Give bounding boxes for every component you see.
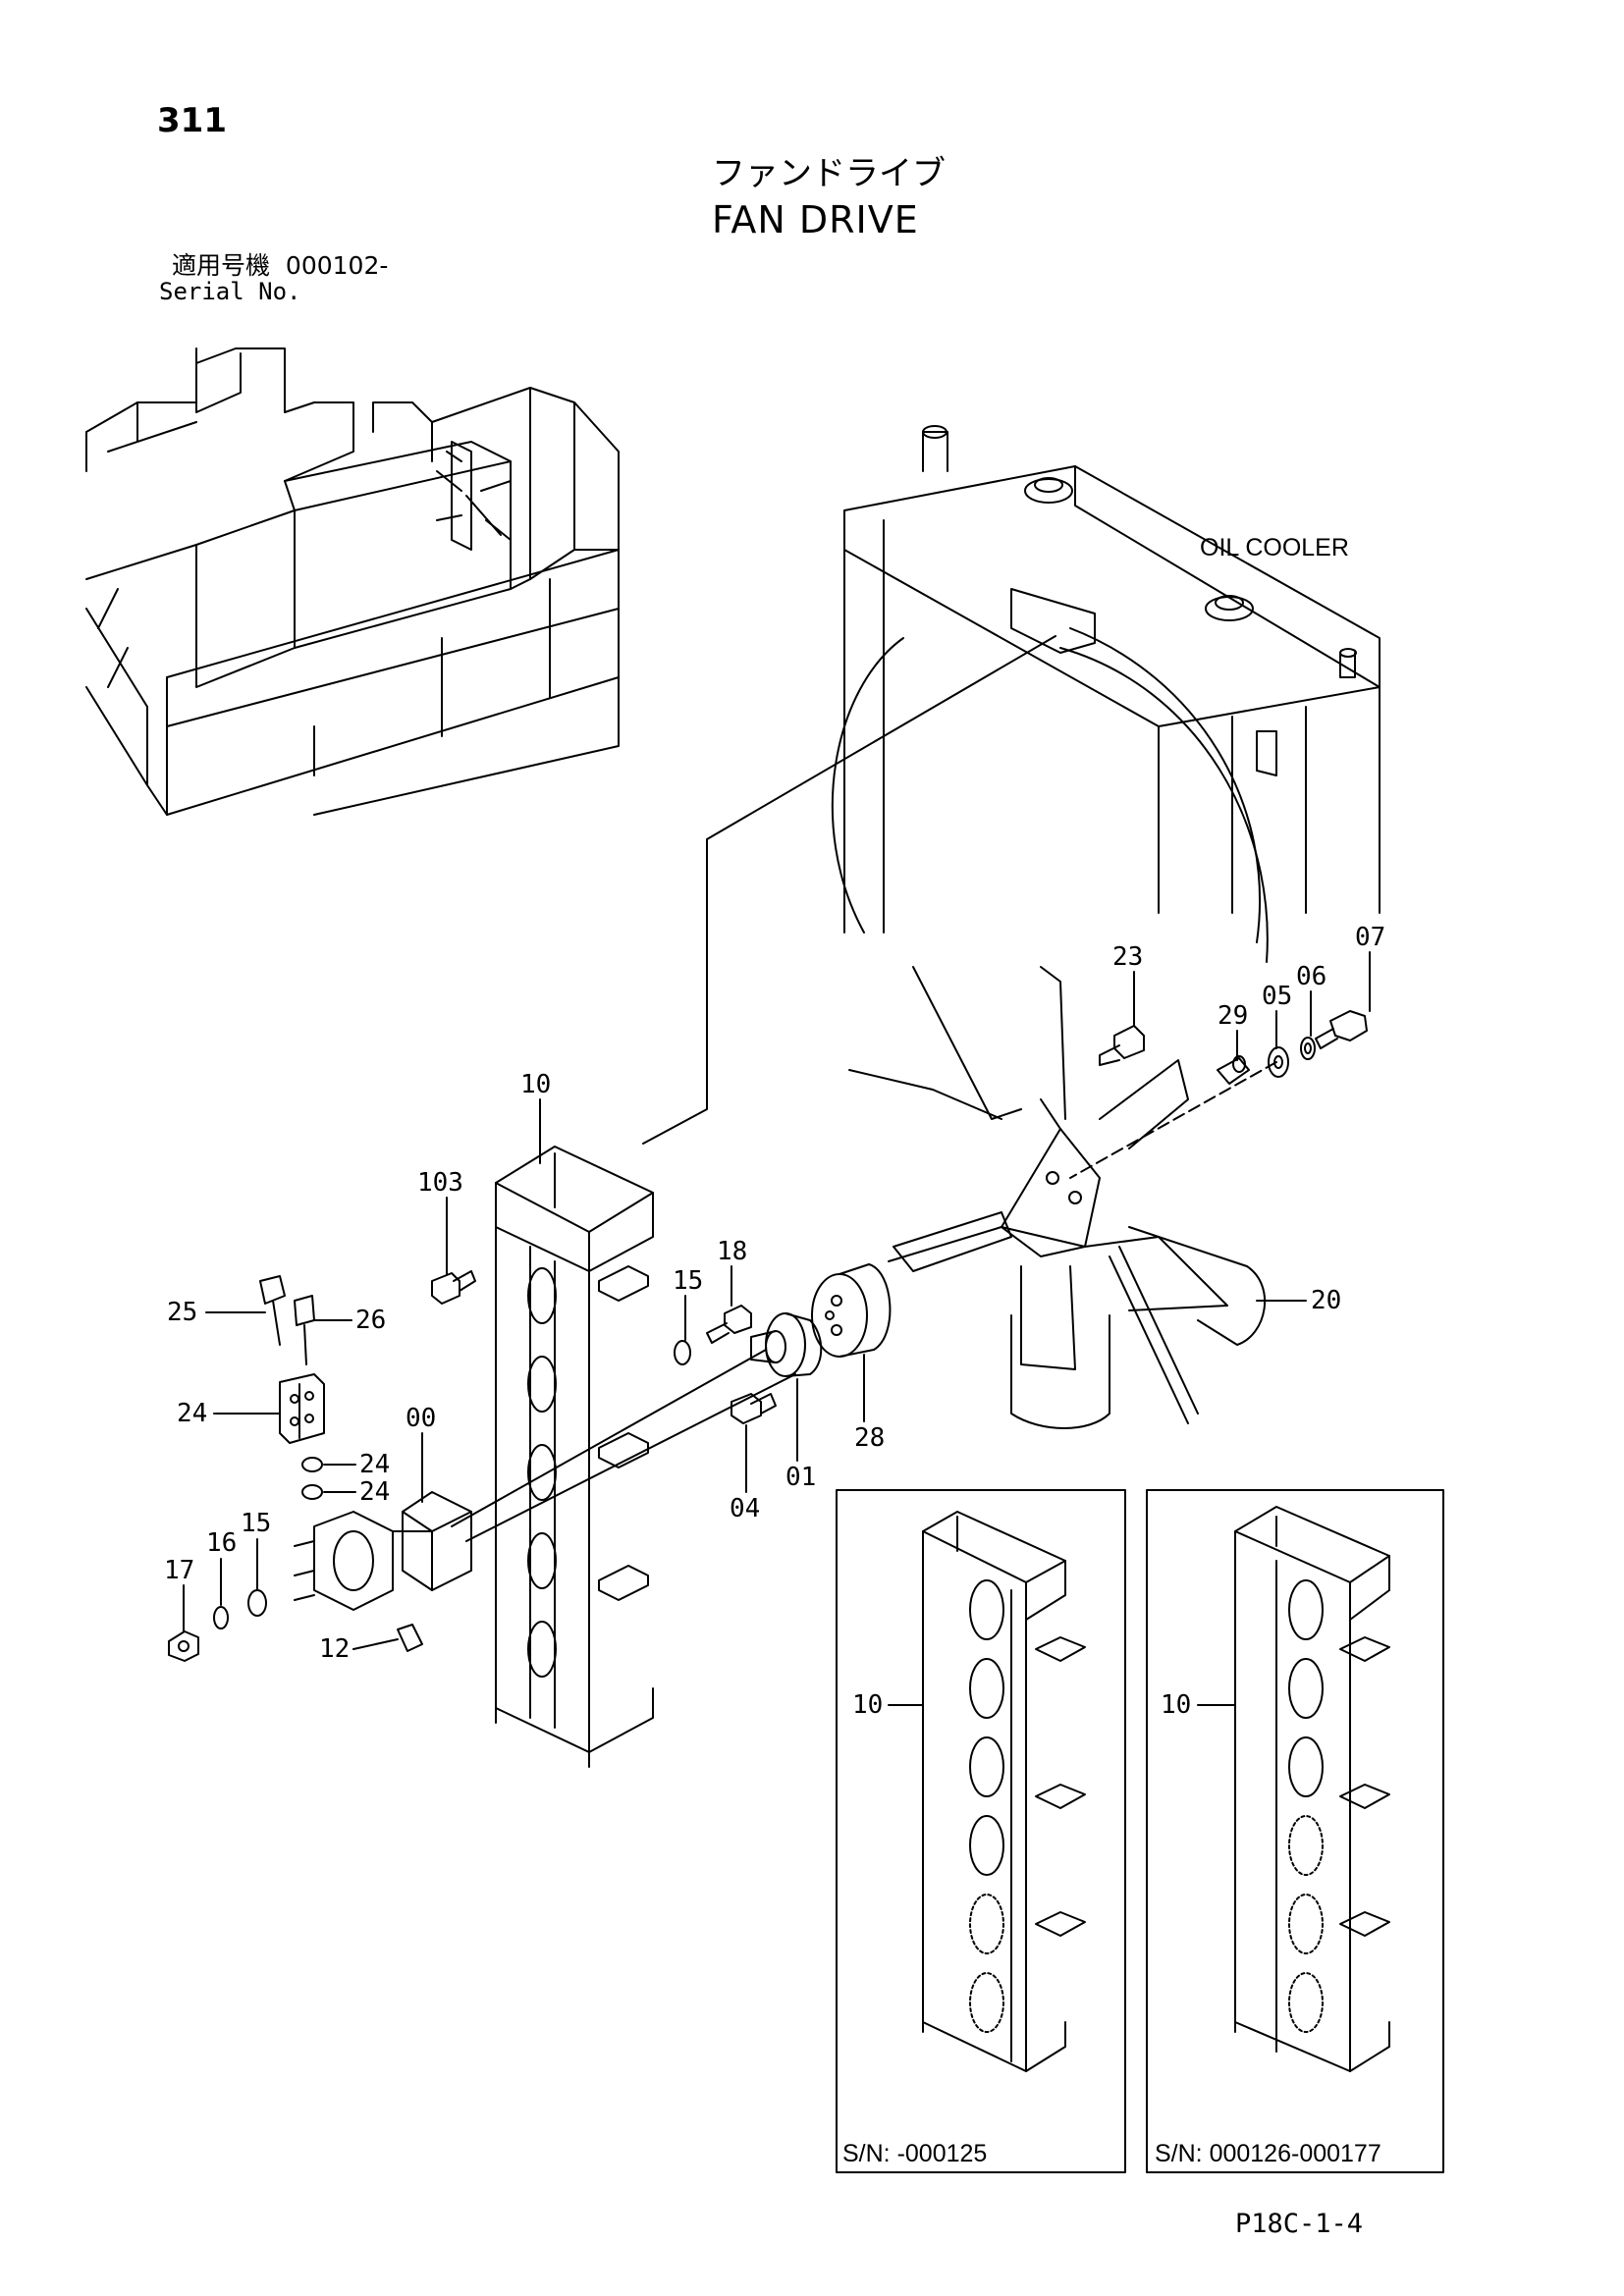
callout-16: 16 xyxy=(206,1528,237,1558)
callout-06: 06 xyxy=(1296,962,1326,991)
page-number: 311 xyxy=(157,101,227,140)
oil-cooler-drawing: OIL COOLER xyxy=(831,425,1380,963)
washer-part-15-b xyxy=(247,1589,267,1617)
callout-28: 28 xyxy=(854,1423,885,1453)
bolt-part-07 xyxy=(1315,1010,1368,1049)
lock-washer-part-16 xyxy=(213,1606,229,1629)
plug-part-12 xyxy=(397,1624,423,1652)
fan-part-20 xyxy=(848,966,1266,1429)
callout-01: 01 xyxy=(785,1463,816,1492)
callout-04: 04 xyxy=(730,1494,760,1523)
machine-overview-drawing xyxy=(85,347,620,816)
fan-hub-part-01 xyxy=(750,1312,823,1377)
inset-panel-2: 10 S/N: 000126-000177 xyxy=(1146,1489,1444,2173)
callout-21: 23 xyxy=(1112,942,1143,972)
footer-page-code: P18C-1-4 xyxy=(1235,2209,1364,2239)
callout-00: 00 xyxy=(406,1404,436,1433)
bolt-part-04 xyxy=(731,1393,777,1424)
callouts: 23 29 05 06 07 10 103 18 15 20 28 01 04 … xyxy=(164,923,1385,1664)
o-ring-part-24 xyxy=(301,1457,323,1472)
callout-15: 15 xyxy=(673,1266,703,1296)
fitting-part-26 xyxy=(294,1295,315,1365)
callout-26: 26 xyxy=(355,1306,386,1335)
callout-25: 25 xyxy=(167,1298,197,1327)
inset-1-caption: S/N: -000125 xyxy=(842,2140,987,2167)
nut-part-17 xyxy=(168,1630,199,1662)
bolt-part-103 xyxy=(431,1270,476,1305)
callout-12: 12 xyxy=(319,1634,350,1664)
fan-bracket-part-10 xyxy=(495,1146,654,1768)
fan-motor-part-00 xyxy=(294,1491,472,1611)
callout-103: 103 xyxy=(417,1168,463,1198)
valve-block-part-23 xyxy=(279,1373,325,1444)
serial-range: 000102- xyxy=(285,251,389,280)
callout-20: 20 xyxy=(1311,1286,1341,1315)
page-title: FAN DRIVE xyxy=(712,198,919,241)
bolt-part-18 xyxy=(706,1305,752,1344)
lock-washer-part-06 xyxy=(1300,1037,1316,1060)
serial-label: Serial No. xyxy=(159,278,301,305)
callout-17: 17 xyxy=(164,1556,194,1585)
collar-part-29 xyxy=(1217,1055,1250,1085)
serial-label-japanese: 適用号機 xyxy=(172,251,271,280)
callout-15-b: 15 xyxy=(241,1509,271,1538)
serial-applicability: 適用号機 000102- xyxy=(172,253,388,278)
o-ring-part-24-b xyxy=(301,1484,323,1500)
callout-24-b: 24 xyxy=(359,1477,390,1507)
callout-18: 18 xyxy=(717,1237,747,1266)
callout-23: 24 xyxy=(177,1399,207,1428)
page-title-japanese: ファンドライブ xyxy=(712,154,946,193)
bolt-part-21 xyxy=(1099,1025,1145,1066)
motor-axis-line xyxy=(451,1349,767,1527)
callout-29: 29 xyxy=(1218,1001,1248,1031)
inset-2-caption: S/N: 000126-000177 xyxy=(1155,2140,1381,2167)
washer-part-15 xyxy=(674,1340,691,1365)
callout-05: 05 xyxy=(1262,982,1292,1011)
motor-axis-line-2 xyxy=(465,1373,796,1542)
callout-10: 10 xyxy=(520,1070,551,1099)
oil-cooler-label: OIL COOLER xyxy=(1200,534,1349,561)
inset-1-callout: 10 xyxy=(852,1690,883,1720)
callout-07: 07 xyxy=(1355,923,1385,952)
inset-panel-1: 10 S/N: -000125 xyxy=(836,1489,1126,2173)
washer-part-05 xyxy=(1268,1046,1289,1078)
location-leader-line xyxy=(642,635,1056,1145)
fan-spacer-part-28 xyxy=(811,1263,892,1358)
inset-2-callout: 10 xyxy=(1161,1690,1191,1720)
callout-24: 24 xyxy=(359,1450,390,1479)
screw-part-25 xyxy=(259,1275,286,1346)
fan-axis-centerline xyxy=(1069,1061,1277,1179)
